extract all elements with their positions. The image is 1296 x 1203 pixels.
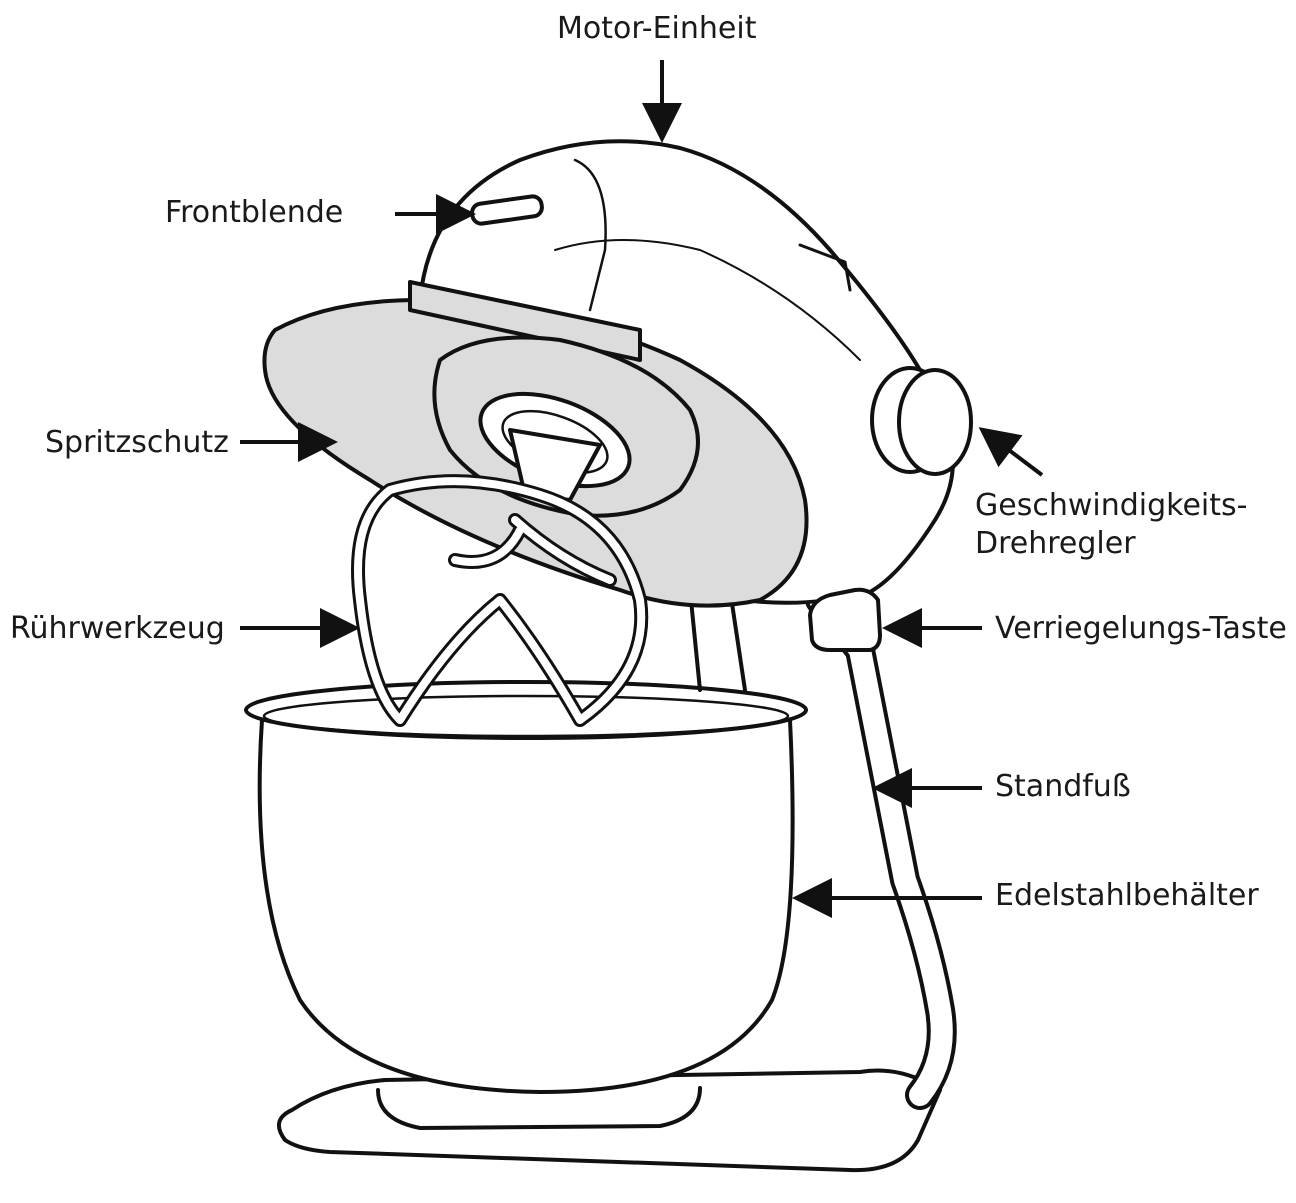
lock-button bbox=[810, 590, 880, 650]
label-speed-control-line2: Drehregler bbox=[975, 525, 1247, 563]
bowl bbox=[260, 720, 793, 1092]
speed-knob-front bbox=[899, 370, 971, 474]
label-beater: Rührwerkzeug bbox=[10, 610, 225, 648]
label-front-cover: Frontblende bbox=[165, 194, 343, 232]
label-motor-unit: Motor-Einheit bbox=[557, 10, 756, 48]
label-bowl: Edelstahlbehälter bbox=[995, 877, 1259, 915]
label-speed-control-line1: Geschwindigkeits- bbox=[975, 487, 1247, 525]
label-speed-control: Geschwindigkeits- Drehregler bbox=[975, 487, 1247, 563]
stand-column-inner bbox=[820, 600, 942, 1095]
label-stand: Standfuß bbox=[995, 768, 1131, 806]
stand-column bbox=[820, 600, 942, 1095]
label-lock-button: Verriegelungs-Taste bbox=[995, 610, 1287, 648]
mixer-illustration bbox=[246, 141, 971, 1170]
bowl-foot bbox=[378, 1088, 700, 1128]
label-splash-guard: Spritzschutz bbox=[45, 424, 229, 462]
arrow-speed-control bbox=[985, 432, 1042, 475]
